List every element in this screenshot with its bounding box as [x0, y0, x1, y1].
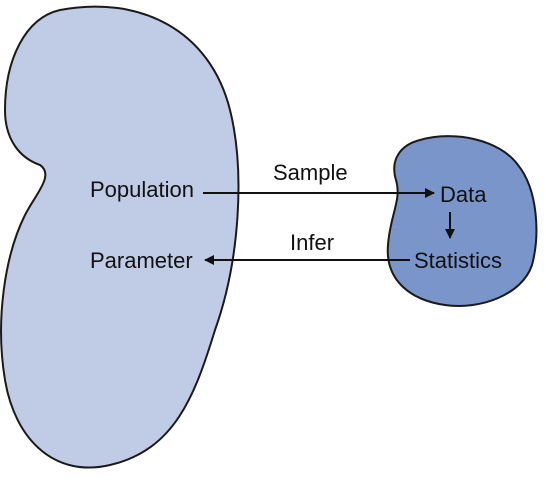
data-label: Data — [440, 182, 487, 207]
sample-shape — [386, 135, 538, 307]
population-label: Population — [90, 177, 194, 202]
sample-arrow-label: Sample — [273, 160, 348, 185]
population-shape — [0, 5, 240, 469]
statistics-label: Statistics — [414, 248, 502, 273]
parameter-label: Parameter — [90, 248, 193, 273]
infer-arrow-label: Infer — [290, 230, 334, 255]
